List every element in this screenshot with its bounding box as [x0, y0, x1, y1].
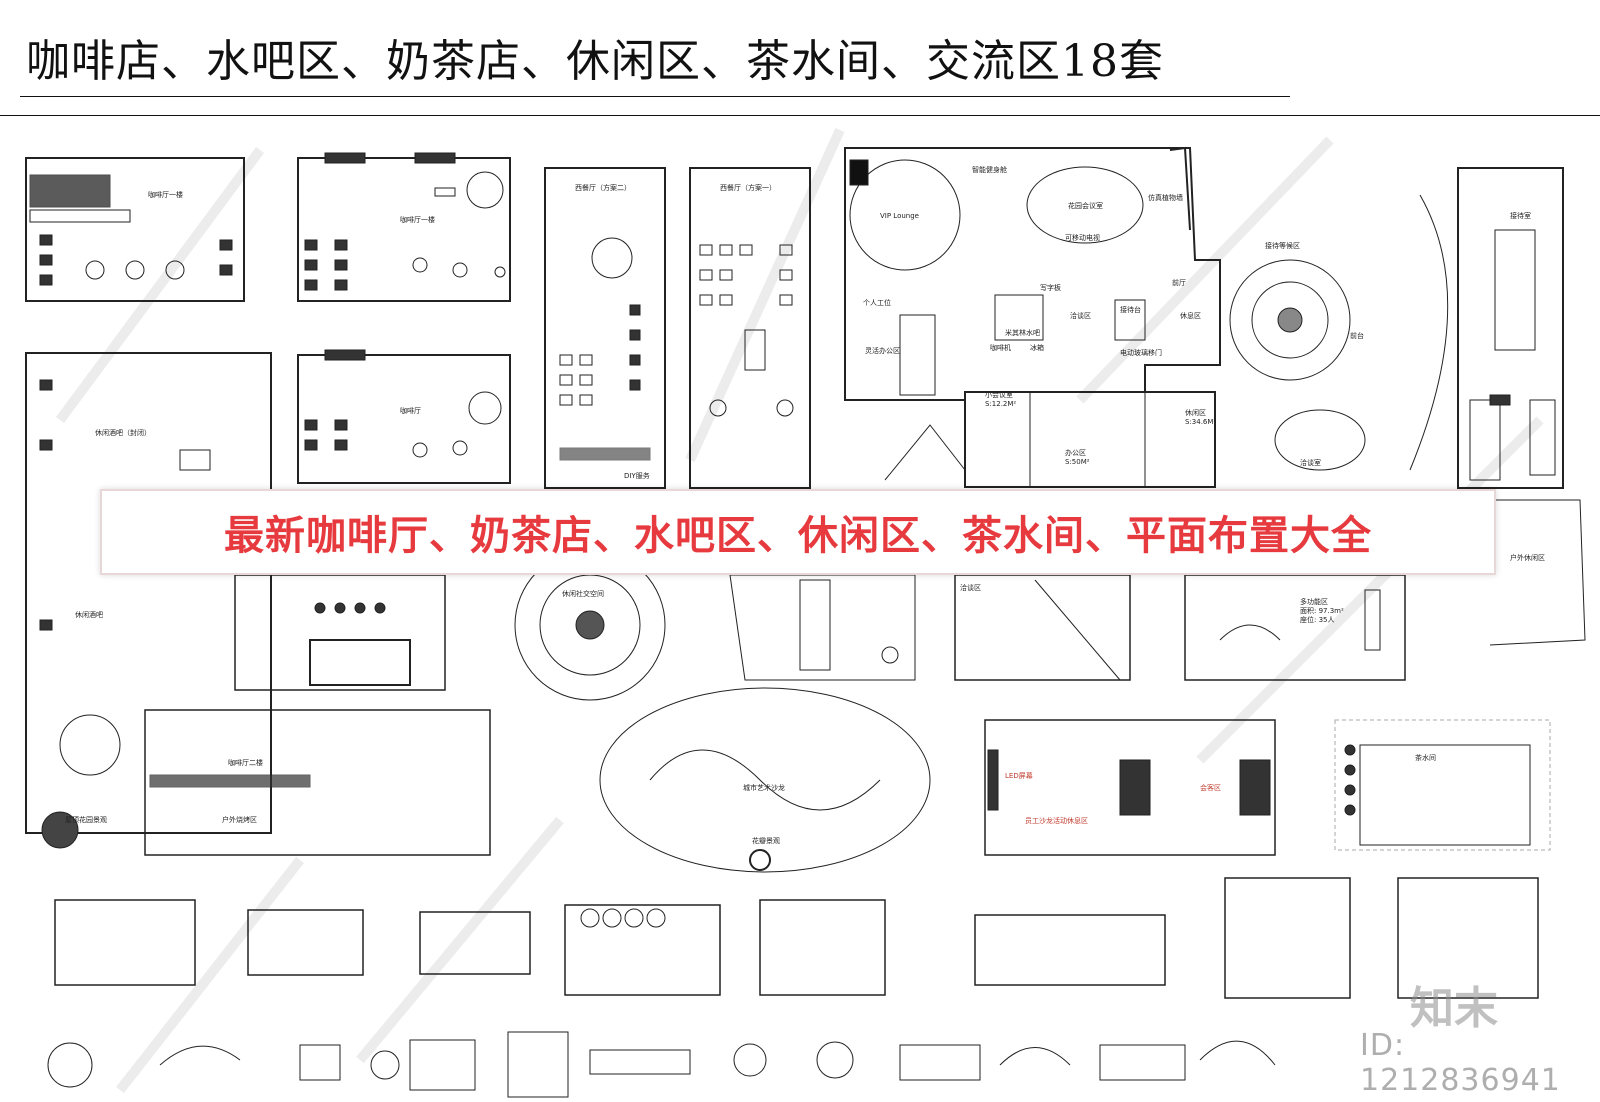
label-small-meeting: 小会议室 [985, 390, 1013, 399]
plan-social-space: 休闲社交空间 [514, 549, 666, 701]
label-coffee-machine: 咖啡机 [990, 343, 1011, 352]
label-meeting-room: 洽谈室 [1300, 458, 1321, 467]
label-garden-meeting: 花园会议室 [1068, 201, 1103, 210]
label-hosting-room: 接待室 [1510, 211, 1531, 220]
label-meeting-zone: 洽谈区 [1070, 311, 1091, 320]
label-electric-door: 电动玻璃移门 [1120, 348, 1162, 357]
label-led: LED屏幕 [1005, 771, 1033, 780]
label-meeting-zone2: 会客区 [1200, 783, 1221, 792]
label-cafe2: 咖啡厅一楼 [400, 215, 435, 224]
plan-office-lounge: VIP Lounge 智能健身舱 花园会议室 可移动电视 仿真植物墙 前厅 接待… [844, 146, 1221, 401]
furniture-blocks [47, 1031, 1276, 1098]
label-outdoor: 户外烧烤区 [222, 815, 257, 824]
plan-hosting-room: 接待室 户外休闲区 [1457, 167, 1586, 646]
label-fridge: 冰箱 [1030, 343, 1044, 352]
plan-blocks [729, 574, 916, 681]
plan-city-salon: 城市艺术沙龙 花瓣景观 [599, 687, 931, 873]
page-title: 咖啡店、水吧区、奶茶店、休闲区、茶水间、交流区18套 [26, 36, 1164, 87]
title-separator [0, 115, 1600, 116]
plan-office-zones: 小会议室 S:12.2M² 办公区 S:50M² 休闲区 S:34.6M² [884, 390, 1216, 488]
label-flex-office: 灵活办公区 [865, 346, 900, 355]
plan-multi-function: 多功能区 面积: 97.3m² 座位: 35人 [1184, 574, 1406, 681]
label-milk-bar: 米其林水吧 [1005, 328, 1040, 337]
label-leisure-bar1: 休闲酒吧（封闭） [95, 428, 151, 437]
label-cafe1: 咖啡厅一楼 [148, 190, 183, 199]
label-social-space: 休闲社交空间 [562, 589, 604, 598]
label-multi-seats: 座位: 35人 [1300, 615, 1335, 624]
plan-kitchens [54, 877, 1539, 999]
plan-circular-reception: 接待等候区 前台 洽谈室 [1229, 194, 1449, 471]
plan-cafe-1: 咖啡厅一楼 [25, 157, 245, 302]
plan-cafe-2: 咖啡厅一楼 [297, 152, 511, 302]
label-reception-hall: 接待等候区 [1265, 241, 1300, 250]
label-person-work: 个人工位 [863, 298, 891, 307]
title-underline [20, 96, 1290, 97]
promo-banner: 最新咖啡厅、奶茶店、水吧区、休闲区、茶水间、平面布置大全 [100, 489, 1496, 575]
label-movable-tv: 可移动电视 [1065, 233, 1100, 242]
label-western2: 西餐厅（方案二） [575, 183, 631, 192]
label-vip: VIP Lounge [880, 212, 919, 220]
label-rest-zone: 休息区 [1180, 311, 1201, 320]
label-multi-zone: 多功能区 [1300, 597, 1328, 606]
plan-meeting-room2: 洽谈区 [954, 574, 1131, 681]
label-multi-area: 面积: 97.3m² [1300, 606, 1344, 615]
watermark-logo: 知末 [1410, 983, 1498, 1034]
label-small-meeting-area: S:12.2M² [985, 400, 1016, 408]
watermark-pattern [55, 127, 1544, 1094]
label-outdoor-leisure: 户外休闲区 [1510, 553, 1545, 562]
label-city-salon: 城市艺术沙龙 [743, 783, 785, 792]
label-office-zone: 办公区 [1065, 448, 1086, 457]
label-diy: DIY服务 [624, 471, 650, 480]
label-write-board: 写字板 [1040, 283, 1061, 292]
label-staff-lounge: 员工沙龙活动休息区 [1025, 816, 1088, 825]
label-rooftop: 屋顶花园景观 [65, 815, 107, 824]
plan-leisure-bar: 休闲酒吧（封闭） 休闲酒吧 屋顶花园景观 咖啡厅二楼 户外烧烤区 [25, 352, 491, 856]
label-leisure-bar3: 休闲酒吧 [75, 610, 103, 619]
plan-western-1: 西餐厅（方案一） [689, 167, 811, 489]
label-western1: 西餐厅（方案一） [720, 183, 776, 192]
label-flower-bed: 花瓣景观 [752, 836, 780, 845]
label-reception-desk: 接待台 [1120, 305, 1141, 314]
label-front-hall: 前厅 [1172, 278, 1186, 287]
label-tearoom: 茶水间 [1415, 753, 1436, 762]
label-meeting-room2: 洽谈区 [960, 583, 981, 592]
floor-plan-sheet: 咖啡厅一楼 咖啡厅一楼 咖啡厅 西餐厅（方案二） DIY服务 [25, 127, 1586, 1098]
plan-tearoom: 茶水间 [1334, 719, 1551, 851]
banner-text: 最新咖啡厅、奶茶店、水吧区、休闲区、茶水间、平面布置大全 [224, 513, 1372, 559]
label-plant-wall: 仿真植物墙 [1148, 193, 1183, 202]
label-cafe3: 咖啡厅 [400, 406, 421, 415]
plan-cafe-3: 咖啡厅 [297, 349, 511, 484]
label-front-desk: 前台 [1350, 331, 1364, 340]
label-leisure-zone: 休闲区 [1185, 408, 1206, 417]
label-leisure-area: S:34.6M² [1185, 418, 1216, 426]
plan-staff-lounge: LED屏幕 员工沙龙活动休息区 会客区 [984, 719, 1276, 856]
label-smart-gym: 智能健身舱 [972, 165, 1007, 174]
label-office-area: S:50M² [1065, 458, 1090, 466]
label-cafe-2f: 咖啡厅二楼 [228, 758, 263, 767]
plan-western-2: 西餐厅（方案二） DIY服务 [544, 167, 666, 489]
plan-bar-middle [234, 574, 446, 691]
watermark-id: ID: 1212836941 [1360, 1028, 1561, 1098]
